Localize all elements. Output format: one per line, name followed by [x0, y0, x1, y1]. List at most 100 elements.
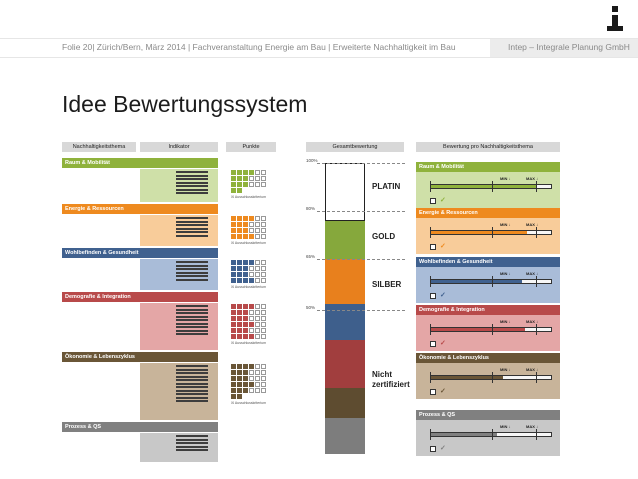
pct-label: 100% [306, 158, 318, 163]
theme-panel-body: MIN ↓MAX ↓✓ [416, 267, 560, 303]
indicator-band [140, 215, 218, 246]
check-icon: ✓ [440, 340, 446, 347]
score-fill [431, 280, 523, 283]
max-label: MAX ↓ [526, 222, 538, 227]
indicator-stack [176, 217, 208, 238]
slide-title: Idee Bewertungssystem [62, 91, 308, 117]
segment-red [325, 340, 365, 388]
theme-panel-body: MIN ↓ MAX ↓ ✓ [416, 420, 560, 456]
theme-panel-label: Ökonomie & Lebenszyklus [416, 353, 560, 363]
exclusion-box [430, 198, 436, 204]
max-label: MAX ↓ [526, 271, 538, 276]
check-icon: ✓ [440, 388, 446, 395]
col-overall-header: Gesamtbewertung [306, 142, 404, 152]
threshold-marker [536, 276, 537, 287]
exclusion-box [430, 293, 436, 299]
theme-panel-label: Energie & Ressourcen [416, 208, 560, 218]
points-grid [231, 216, 271, 239]
header-info: Folie 20| Zürich/Bern, März 2014 | Fachv… [62, 42, 456, 52]
level-gold: GOLD [372, 232, 396, 241]
score-bar [430, 327, 552, 332]
threshold-marker [492, 372, 493, 383]
theme-panel-body: MIN ↓ MAX ↓ ✓ [416, 172, 560, 208]
threshold-marker [536, 429, 537, 440]
max-label: MAX ↓ [526, 424, 538, 429]
threshold-line [317, 259, 405, 260]
min-label: MIN ↓ [500, 367, 511, 372]
threshold-marker [536, 227, 537, 238]
header-company: Intep – Integrale Planung GmbH [490, 39, 638, 57]
exclusion-box [430, 389, 436, 395]
score-bar [430, 184, 552, 189]
threshold-marker [430, 181, 431, 192]
threshold-line [317, 211, 405, 212]
theme-label: Raum & Mobilität [62, 158, 218, 168]
score-fill [431, 433, 497, 436]
min-label: MIN ↓ [500, 424, 511, 429]
points-grid [231, 364, 271, 399]
indicator-stack [176, 435, 208, 453]
check-icon: ✓ [440, 445, 446, 452]
theme-label: Demografie & Integration [62, 292, 218, 302]
score-bar [430, 230, 552, 235]
threshold-marker [430, 227, 431, 238]
points-legend: ☒ Ausschlusskriterium [231, 285, 267, 289]
threshold-marker [492, 227, 493, 238]
score-bar [430, 375, 552, 380]
points-grid [231, 170, 271, 193]
segment-brown [325, 388, 365, 418]
threshold-marker [492, 324, 493, 335]
threshold-marker [430, 372, 431, 383]
score-bar [430, 432, 552, 437]
level-nicht: Nicht [372, 370, 392, 379]
score-bar [430, 279, 552, 284]
theme-label: Energie & Ressourcen [62, 204, 218, 214]
segment-platin [325, 163, 365, 221]
theme-label: Prozess & QS [62, 422, 218, 432]
indicator-band [140, 259, 218, 290]
score-fill [431, 376, 503, 379]
max-label: MAX ↓ [526, 367, 538, 372]
check-icon: ✓ [440, 197, 446, 204]
col-points-header: Punkte [226, 142, 276, 152]
check-icon: ✓ [440, 292, 446, 299]
threshold-line [317, 163, 405, 164]
threshold-marker [430, 276, 431, 287]
score-fill [431, 231, 527, 234]
pct-label: 65% [306, 254, 316, 259]
points-legend: ☒ Ausschlusskriterium [231, 195, 267, 199]
min-label: MIN ↓ [500, 222, 511, 227]
min-label: MIN ↓ [500, 319, 511, 324]
segment-silber [325, 259, 365, 304]
threshold-marker [536, 181, 537, 192]
exclusion-box [430, 446, 436, 452]
theme-panel-label: Raum & Mobilität [416, 162, 560, 172]
col-theme-header: Nachhaltigkeitsthema [62, 142, 136, 152]
segment-gold [325, 221, 365, 259]
col-per-theme-header: Bewertung pro Nachhaltigkeitsthema [416, 142, 560, 152]
theme-panel-label: Wohlbefinden & Gesundheit [416, 257, 560, 267]
theme-label: Wohlbefinden & Gesundheit [62, 248, 218, 258]
exclusion-box [430, 341, 436, 347]
threshold-marker [536, 324, 537, 335]
theme-panel-body: MIN ↓ MAX ↓ ✓ [416, 363, 560, 399]
level-silber: SILBER [372, 280, 402, 289]
max-label: MAX ↓ [526, 319, 538, 324]
indicator-stack [176, 261, 208, 282]
score-fill [431, 185, 537, 188]
indicator-stack [176, 365, 208, 404]
company-logo [604, 6, 624, 32]
slide-header: Folie 20| Zürich/Bern, März 2014 | Fachv… [0, 38, 638, 58]
max-label: MAX ↓ [526, 176, 538, 181]
exclusion-box [430, 244, 436, 250]
theme-panel-label: Demografie & Integration [416, 305, 560, 315]
header-company-label: Intep – Integrale Planung GmbH [508, 42, 630, 52]
min-label: MIN ↓ [500, 176, 511, 181]
check-icon: ✓ [440, 243, 446, 250]
theme-label: Ökonomie & Lebenszyklus [62, 352, 218, 362]
